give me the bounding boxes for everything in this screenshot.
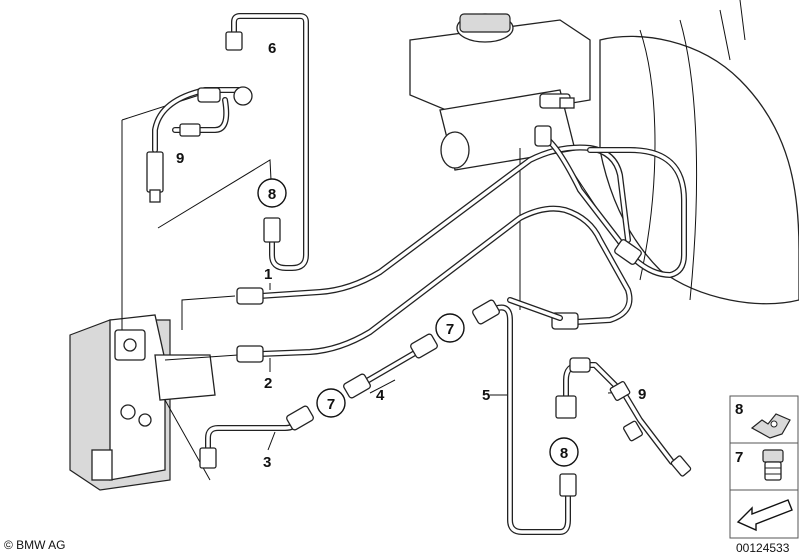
label-part-9-right: 9 bbox=[638, 386, 646, 403]
circled-label-7-upper: 7 bbox=[435, 313, 465, 343]
brake-hose-9-right bbox=[555, 357, 692, 477]
label-part-3: 3 bbox=[263, 454, 271, 471]
pipe-nut-icon bbox=[762, 449, 784, 481]
bracket-clip-icon bbox=[750, 413, 791, 439]
label-part-1: 1 bbox=[264, 266, 272, 283]
svg-text:7: 7 bbox=[327, 396, 335, 413]
svg-text:8: 8 bbox=[560, 445, 568, 462]
brake-pipe-right-loop bbox=[534, 125, 687, 278]
brake-pipe-4 bbox=[343, 333, 438, 399]
svg-text:8: 8 bbox=[268, 186, 276, 203]
svg-text:7: 7 bbox=[446, 321, 454, 338]
label-part-5: 5 bbox=[482, 387, 490, 404]
circled-label-8-top: 8 bbox=[257, 178, 287, 208]
brake-pipe-3 bbox=[199, 405, 314, 469]
legend-label-8: 8 bbox=[735, 401, 743, 418]
direction-arrow-icon bbox=[736, 499, 793, 532]
brake-booster bbox=[599, 0, 799, 305]
circled-label-7-lower: 7 bbox=[316, 388, 346, 418]
parts-legend: 8 7 bbox=[729, 395, 799, 539]
label-part-9-left: 9 bbox=[176, 150, 184, 167]
copyright-text: © BMW AG bbox=[4, 538, 66, 552]
circled-label-8-bottom: 8 bbox=[549, 437, 579, 467]
brake-pipe-6 bbox=[225, 13, 309, 271]
label-part-2: 2 bbox=[264, 375, 272, 392]
legend-label-7: 7 bbox=[735, 449, 743, 466]
brake-pipe-1 bbox=[236, 144, 631, 305]
label-part-6: 6 bbox=[268, 40, 276, 57]
label-part-4: 4 bbox=[376, 387, 385, 404]
brake-hose-9-left bbox=[146, 86, 253, 203]
reservoir bbox=[409, 13, 591, 171]
hydraulic-unit bbox=[69, 314, 216, 491]
diagram-code: 00124533 bbox=[736, 541, 790, 555]
brake-pipe-5 bbox=[472, 297, 577, 535]
